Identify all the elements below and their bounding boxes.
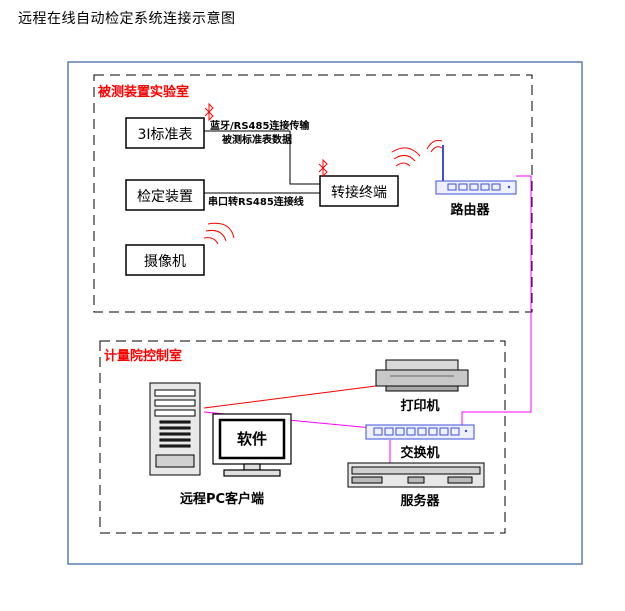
bluetooth-icon [204, 102, 214, 122]
switch-icon [365, 424, 475, 440]
computer-tower-icon [149, 382, 201, 476]
pc-label: 远程PC客户端 [180, 491, 264, 507]
bluetooth-link-label-2: 被测标准表数据 [222, 133, 292, 146]
router-switch-link [461, 175, 532, 426]
switch-label: 交换机 [400, 445, 439, 461]
adapter-label: 转接终端 [331, 184, 387, 201]
serial-link-label: 串口转RS485连接线 [208, 195, 304, 208]
camera-box [125, 244, 205, 276]
control-zone [99, 340, 506, 534]
lab-zone-label: 被测装置实验室 [97, 84, 189, 100]
control-zone-label: 计量院控制室 [104, 348, 182, 364]
outer-frame [67, 61, 583, 565]
printer-label: 打印机 [400, 398, 439, 414]
software-label: 软件 [237, 430, 267, 448]
pc-printer-link [203, 385, 377, 409]
bluetooth-icon [318, 158, 328, 178]
page-title: 远程在线自动检定系统连接示意图 [18, 11, 236, 27]
bluetooth-link-label-1: 蓝牙/RS485连接传输 [210, 119, 310, 132]
router-label: 路由器 [450, 202, 490, 218]
meter-adapter-link [204, 130, 320, 185]
camera-label: 摄像机 [144, 254, 186, 270]
meter-box [125, 117, 205, 149]
meter-label: 3I标准表 [137, 127, 192, 143]
printer-icon [375, 359, 469, 392]
wifi-signal-icon [426, 139, 443, 153]
calibrator-label: 检定装置 [137, 189, 193, 205]
monitor-icon [212, 413, 292, 477]
server-icon [347, 462, 485, 488]
server-label: 服务器 [400, 493, 440, 509]
wifi-signal-icon [391, 147, 421, 167]
router-icon [435, 145, 517, 195]
wifi-signal-icon [203, 222, 235, 245]
adapter-box [319, 175, 399, 207]
calibrator-box [125, 179, 205, 211]
